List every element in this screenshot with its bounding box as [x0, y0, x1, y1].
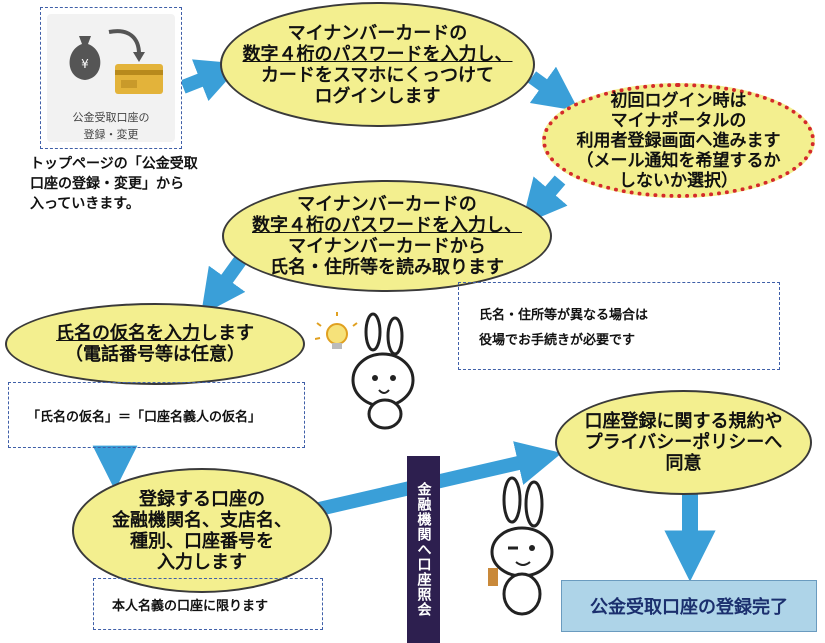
step3-line3: マイナンバーカードから [288, 236, 486, 257]
step5-account-ellipse: 登録する口座の 金融機関名、支店名、 種別、口座番号を 入力します [72, 468, 332, 593]
top-note-line3: 入っていきます。 [30, 196, 140, 212]
step3-read-card-ellipse: マイナンバーカードの 数字４桁のパスワードを入力し、 マイナンバーカードから 氏… [222, 180, 552, 292]
note-kana-text: 「氏名の仮名」＝「口座名義人の仮名」 [27, 409, 262, 425]
icon-card-label-line1: 公金受取口座の [72, 111, 150, 124]
top-note-line1: トップページの「公金受取 [30, 156, 198, 172]
step2-line2: マイナポータルの [610, 110, 747, 131]
step6-line1: 口座登録に関する規約や [584, 411, 783, 432]
step5-line4: 入力します [157, 551, 247, 573]
note-address-line2: 役場でお手続きが必要です [479, 333, 636, 348]
step1-login-ellipse: マイナンバーカードの 数字４桁のパスワードを入力し、 カードをスマホにくっつけて… [220, 2, 535, 127]
registration-complete-box: 公金受取口座の登録完了 [561, 580, 817, 632]
rabbit-idea-icon [315, 312, 415, 430]
arrow-step3-to-step4 [200, 253, 248, 316]
step6-line2: プライバシーポリシーへ [584, 432, 783, 453]
lightbulb-icon [315, 312, 358, 349]
note-address-line1: 氏名・住所等が異なる場合は [479, 308, 649, 323]
step1-line2: 数字４桁のパスワードを入力し、 [242, 43, 513, 65]
top-note: トップページの「公金受取 口座の登録・変更」から 入っていきます。 [30, 154, 198, 214]
step3-line2: 数字４桁のパスワードを入力し、 [252, 215, 522, 236]
svg-text:¥: ¥ [81, 57, 89, 71]
money-bag-card-icon: ¥ [69, 29, 163, 94]
rabbit-wink-icon [488, 476, 554, 616]
rabbit-wink-figure [490, 476, 554, 616]
step2-first-login-ellipse: 初回ログイン時は マイナポータルの 利用者登録画面へ進みます （メール通知を希望… [542, 83, 815, 198]
top-note-line2: 口座の登録・変更」から [30, 176, 184, 192]
step2-line4: （メール通知を希望するか [576, 150, 781, 171]
step2-line1: 初回ログイン時は [610, 90, 747, 111]
step6-line3: 同意 [665, 453, 702, 474]
note-account-text: 本人名義の口座に限ります [112, 598, 269, 614]
bank-inquiry-label: 金融機関へ口座照会 [407, 456, 440, 643]
step3-line4: 氏名・住所等を読み取ります [270, 257, 504, 278]
step4-kana-ellipse: 氏名の仮名を入力します （電話番号等は任意） [5, 303, 305, 385]
step1-line1: マイナンバーカードの [287, 22, 468, 44]
step3-line1: マイナンバーカードの [297, 194, 477, 215]
note-account-box: 本人名義の口座に限ります [93, 578, 323, 630]
step2-line3: 利用者登録画面へ進みます [576, 130, 781, 151]
step4-line1-underlined: 氏名の仮名を入力 [56, 323, 200, 344]
arrow-step2-to-step3 [521, 175, 568, 226]
step1-line3: カードをスマホにくっつけて [260, 64, 495, 86]
arrow-icon-to-step1 [180, 59, 242, 102]
step4-line2: （電話番号等は任意） [65, 344, 245, 365]
step1-line4: ログインします [314, 85, 441, 107]
passbook-icon [488, 568, 498, 586]
icon-card-label-line2: 登録・変更 [83, 128, 139, 141]
note-address-box: 氏名・住所等が異なる場合は 役場でお手続きが必要です [458, 282, 780, 370]
step5-line1: 登録する口座の [139, 488, 265, 510]
arrow-step1-to-step2 [527, 66, 580, 112]
icon-card-inner: ¥ 公金受取口座の 登録・変更 [47, 14, 175, 142]
step5-line3: 種別、口座番号を [130, 530, 274, 552]
step6-agreement-ellipse: 口座登録に関する規約や プライバシーポリシーへ 同意 [555, 390, 812, 495]
step2-line5: しないか選択） [619, 170, 738, 191]
step4-line1-rest: します [200, 323, 254, 344]
step5-line2: 金融機関名、支店名、 [112, 509, 292, 531]
note-kana-box: 「氏名の仮名」＝「口座名義人の仮名」 [8, 382, 305, 448]
rabbit-figure [351, 312, 415, 430]
icon-card[interactable]: ¥ 公金受取口座の 登録・変更 [40, 7, 182, 149]
